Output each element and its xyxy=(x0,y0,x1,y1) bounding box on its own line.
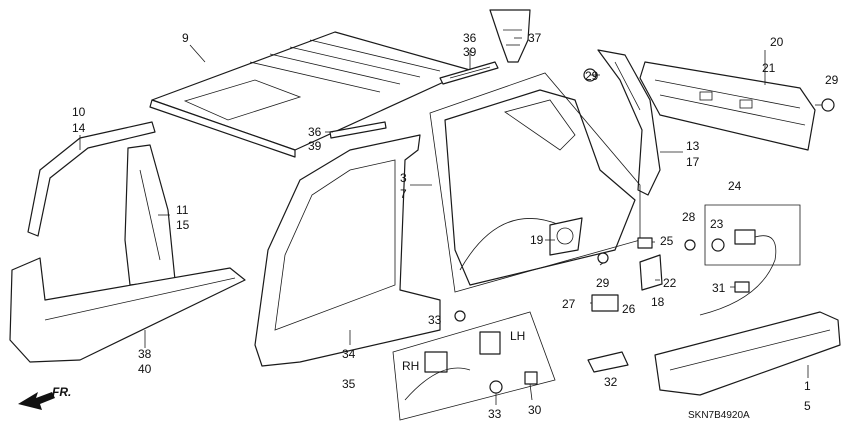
callout-31: 31 xyxy=(712,281,726,295)
callout-29-right: 29 xyxy=(825,73,839,87)
callout-37: 37 xyxy=(528,31,542,45)
roof-arch-lower xyxy=(329,121,387,139)
leader-lines xyxy=(79,37,822,405)
outer-side-panel xyxy=(254,134,441,367)
clip-31 xyxy=(734,281,750,293)
rear-panel-box xyxy=(429,72,641,293)
callout-labels: 9 36 39 37 20 21 29 29 10 14 36 39 13 17… xyxy=(52,31,839,421)
callout-22: 22 xyxy=(663,276,677,290)
fuel-lid xyxy=(639,254,663,291)
callout-30: 30 xyxy=(528,403,542,417)
callout-29-mid: 29 xyxy=(596,276,610,290)
callout-36-upper: 36 xyxy=(463,31,477,45)
screw-29 xyxy=(597,252,609,264)
callout-40: 40 xyxy=(138,362,152,376)
door-hinge-assembly xyxy=(404,331,501,401)
callout-39-upper: 39 xyxy=(463,45,477,59)
inner-side-sill xyxy=(9,257,246,363)
callout-38: 38 xyxy=(138,347,152,361)
cable-box xyxy=(704,204,801,266)
bolt-33-top xyxy=(454,310,466,322)
outer-side-sill xyxy=(654,311,841,396)
callout-36-lower: 36 xyxy=(308,125,322,139)
callout-35: 35 xyxy=(342,377,356,391)
grommet-23 xyxy=(711,238,725,252)
bolt-28 xyxy=(684,239,696,251)
callout-14: 14 xyxy=(72,121,86,135)
callout-9: 9 xyxy=(182,31,189,45)
cap-25 xyxy=(637,237,653,249)
callout-32: 32 xyxy=(604,375,618,389)
callout-27: 27 xyxy=(562,297,576,311)
rh-label: RH xyxy=(402,359,419,373)
pillar-bracket xyxy=(489,9,531,63)
callout-23: 23 xyxy=(710,217,724,231)
callout-11: 11 xyxy=(176,203,189,217)
callout-7: 7 xyxy=(400,187,407,201)
callout-28: 28 xyxy=(682,210,696,224)
callout-39-lower: 39 xyxy=(308,139,322,153)
front-arrow-icon xyxy=(18,392,55,410)
callout-20: 20 xyxy=(770,35,784,49)
callout-15: 15 xyxy=(176,218,190,232)
bolt-33-bottom xyxy=(489,380,503,394)
callout-10: 10 xyxy=(72,105,86,119)
callout-26: 26 xyxy=(622,302,636,316)
rear-outer-panel xyxy=(444,89,636,286)
callout-33-bottom: 33 xyxy=(488,407,502,421)
front-label: FR. xyxy=(52,385,71,399)
roof-arch-upper xyxy=(439,61,499,85)
lh-label: LH xyxy=(510,329,525,343)
bolt-29-right xyxy=(821,98,835,112)
callout-3: 3 xyxy=(400,171,407,185)
callout-24: 24 xyxy=(728,179,742,193)
roof-panel xyxy=(149,31,471,158)
clip-30 xyxy=(524,371,538,385)
hinge-box xyxy=(392,311,556,421)
fuel-lid-housing xyxy=(549,217,583,256)
diagram-code: SKN7B4920A xyxy=(688,410,750,421)
callout-18: 18 xyxy=(651,295,665,309)
callout-1: 1 xyxy=(804,379,811,393)
callout-34: 34 xyxy=(342,347,356,361)
callout-29-top: 29 xyxy=(585,69,599,83)
callout-21: 21 xyxy=(762,61,776,75)
callout-17: 17 xyxy=(686,155,700,169)
rear-pillar-inner xyxy=(597,49,661,196)
callout-5: 5 xyxy=(804,399,811,413)
front-pillar xyxy=(27,121,156,237)
fuel-opener-cable xyxy=(699,229,777,316)
rear-panel xyxy=(639,61,816,151)
pad-32 xyxy=(587,351,629,373)
callout-13: 13 xyxy=(686,139,700,153)
spring-27 xyxy=(591,294,619,312)
callout-33-top: 33 xyxy=(428,313,442,327)
callout-19: 19 xyxy=(530,233,544,247)
callout-25: 25 xyxy=(660,234,674,248)
